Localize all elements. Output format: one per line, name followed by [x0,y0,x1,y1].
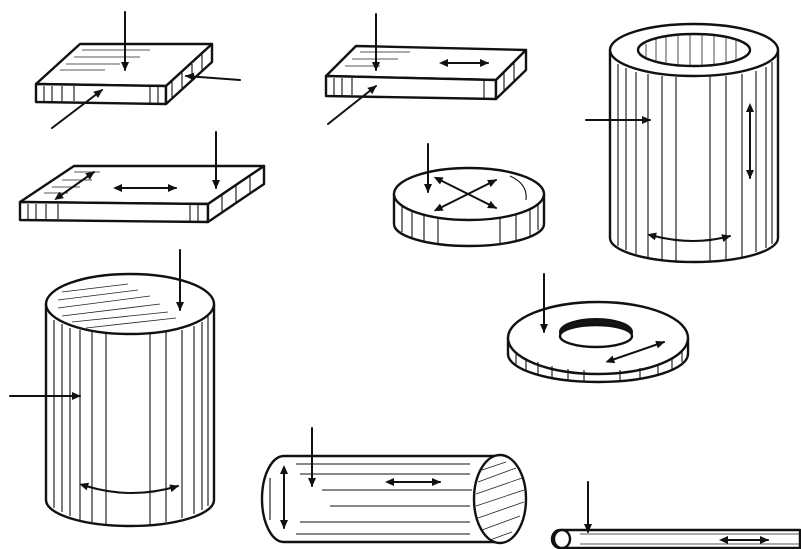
arrow-double-diagonal [54,171,95,201]
wire [550,481,801,549]
arrow-left [185,72,241,81]
arrow-double-diagonal [605,340,665,364]
arrow-cross-b [433,179,497,212]
arrow-diagonal [51,89,103,129]
washer [506,273,690,384]
plate-wide [18,131,266,224]
arrow-curved-double [79,482,179,494]
tube [585,22,780,264]
arrow-curved-double [647,232,731,242]
plate-strip [324,13,528,125]
block-cylinder [9,249,216,528]
arrow-diagonal [327,85,377,125]
disk [392,143,546,248]
rod [260,427,528,545]
plate-square [34,11,241,129]
